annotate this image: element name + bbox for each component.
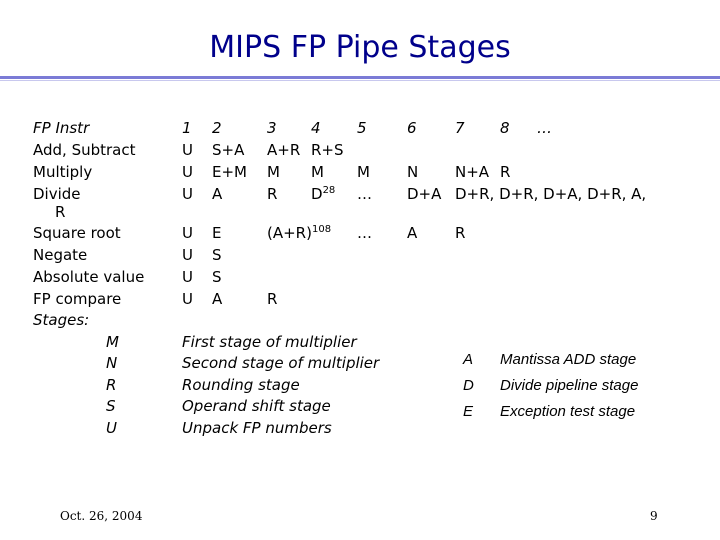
cell: M bbox=[311, 163, 324, 181]
cell: U bbox=[182, 141, 193, 159]
cell: U bbox=[182, 185, 193, 203]
cell: R bbox=[455, 224, 466, 242]
cell: D+R, D+R, D+A, D+R, A, bbox=[455, 185, 647, 203]
cell: U bbox=[182, 290, 193, 308]
legend-code: E bbox=[463, 403, 474, 420]
cell: A bbox=[407, 224, 418, 242]
header-col: … bbox=[537, 119, 552, 137]
cell: S+A bbox=[212, 141, 245, 159]
row-label: Divide bbox=[33, 185, 81, 203]
stage-desc: Rounding stage bbox=[182, 376, 300, 394]
cell: … bbox=[357, 224, 372, 242]
stages-label: Stages: bbox=[33, 311, 90, 329]
cell: D bbox=[311, 185, 323, 203]
header-col: 8 bbox=[500, 119, 510, 137]
cell: N bbox=[407, 163, 419, 181]
wrapped-text: R bbox=[55, 203, 66, 221]
row-label: Multiply bbox=[33, 163, 93, 181]
cell: U bbox=[182, 246, 193, 264]
exponent: 28 bbox=[322, 185, 336, 196]
cell: (A+R) bbox=[267, 224, 312, 242]
cell: … bbox=[357, 185, 372, 203]
cell: A bbox=[212, 290, 223, 308]
legend-desc: Divide pipeline stage bbox=[500, 377, 639, 394]
cell: M bbox=[267, 163, 280, 181]
legend-code: A bbox=[463, 351, 474, 368]
stage-desc: First stage of multiplier bbox=[182, 333, 357, 351]
cell: R bbox=[500, 163, 511, 181]
footer-date: Oct. 26, 2004 bbox=[60, 509, 143, 523]
stage-code: N bbox=[106, 354, 118, 372]
cell: A+R bbox=[267, 141, 301, 159]
stage-desc: Unpack FP numbers bbox=[182, 419, 332, 437]
cell: R+S bbox=[311, 141, 344, 159]
cell: D+A bbox=[407, 185, 442, 203]
header-col: 6 bbox=[407, 119, 417, 137]
legend-code: D bbox=[463, 377, 474, 394]
stage-code: M bbox=[106, 333, 119, 351]
header-label: FP Instr bbox=[33, 119, 90, 137]
cell-with-exponent: (A+R)108 bbox=[267, 222, 331, 244]
cell: U bbox=[182, 268, 193, 286]
title-underline-shadow bbox=[0, 80, 720, 81]
cell: N+A bbox=[455, 163, 490, 181]
cell: U bbox=[182, 163, 193, 181]
stage-code: U bbox=[106, 419, 117, 437]
slide-title: MIPS FP Pipe Stages bbox=[209, 30, 511, 65]
header-col: 5 bbox=[357, 119, 367, 137]
header-col: 3 bbox=[267, 119, 277, 137]
stage-code: R bbox=[106, 376, 117, 394]
cell: M bbox=[357, 163, 370, 181]
row-label: Square root bbox=[33, 224, 121, 242]
cell: R bbox=[267, 185, 278, 203]
cell-with-exponent: D28 bbox=[311, 183, 335, 205]
row-label: Negate bbox=[33, 246, 88, 264]
stage-code: S bbox=[106, 397, 116, 415]
cell: U bbox=[182, 224, 193, 242]
header-col: 2 bbox=[212, 119, 222, 137]
row-label: Absolute value bbox=[33, 268, 145, 286]
header-col: 4 bbox=[311, 119, 321, 137]
page-number: 9 bbox=[650, 509, 658, 523]
exponent: 108 bbox=[311, 224, 332, 235]
legend-desc: Exception test stage bbox=[500, 403, 636, 420]
row-label: Add, Subtract bbox=[33, 141, 136, 159]
stage-desc: Operand shift stage bbox=[182, 397, 331, 415]
header-col: 1 bbox=[182, 119, 192, 137]
cell: S bbox=[212, 246, 222, 264]
row-label: FP compare bbox=[33, 290, 122, 308]
header-col: 7 bbox=[455, 119, 465, 137]
cell: E bbox=[212, 224, 222, 242]
cell: E+M bbox=[212, 163, 247, 181]
title-underline bbox=[0, 76, 720, 79]
cell: A bbox=[212, 185, 223, 203]
legend-desc: Mantissa ADD stage bbox=[500, 351, 637, 368]
cell: R bbox=[267, 290, 278, 308]
stage-desc: Second stage of multiplier bbox=[182, 354, 380, 372]
cell: S bbox=[212, 268, 222, 286]
